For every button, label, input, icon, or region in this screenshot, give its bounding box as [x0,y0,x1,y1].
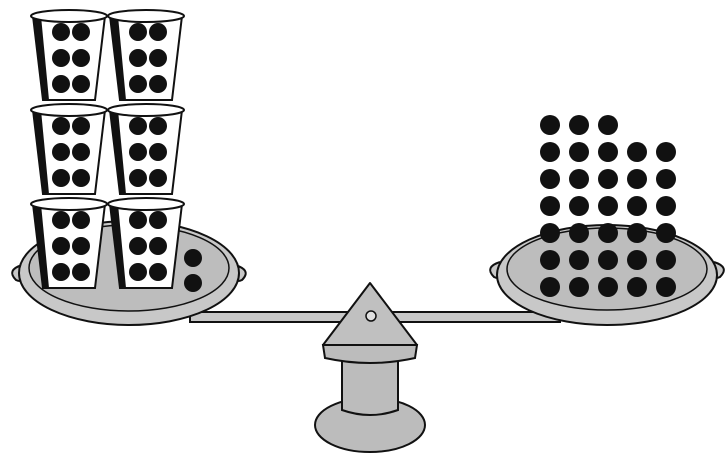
counter [52,49,70,67]
counter [72,211,90,229]
counter [569,142,589,162]
counter [656,196,676,216]
counter [149,49,167,67]
cup [108,198,184,288]
counter [627,277,647,297]
counter [656,142,676,162]
counter [149,117,167,135]
counter [149,263,167,281]
counter [627,196,647,216]
counter [72,263,90,281]
cup [31,104,107,194]
cup-rim [108,198,184,210]
cup [108,104,184,194]
counter [627,223,647,243]
counter [149,143,167,161]
counter [540,196,560,216]
counter [72,23,90,41]
counter [72,143,90,161]
counter [569,196,589,216]
cup [31,10,107,100]
counter [129,75,147,93]
counter [627,142,647,162]
counter [540,142,560,162]
counter [52,263,70,281]
counter [72,237,90,255]
counter [129,237,147,255]
stand-collar [323,345,417,363]
counter [598,169,618,189]
counter [72,75,90,93]
counter [129,117,147,135]
counter [656,250,676,270]
cup [108,10,184,100]
counter [540,250,560,270]
counter [598,250,618,270]
counter [129,211,147,229]
counter [598,196,618,216]
counter [598,115,618,135]
counter [52,23,70,41]
counter [72,169,90,187]
counter [656,169,676,189]
cup-rim [108,10,184,22]
counter [184,274,202,292]
counter [627,169,647,189]
counter [149,237,167,255]
cup-rim [31,198,107,210]
counter [149,169,167,187]
counter [569,223,589,243]
cup-rim [108,104,184,116]
counter [569,169,589,189]
counter [540,115,560,135]
counter [598,223,618,243]
counter [52,75,70,93]
counter [656,277,676,297]
counter [656,223,676,243]
counter [184,249,202,267]
counter [569,115,589,135]
counter [72,117,90,135]
counter [129,143,147,161]
counter [72,49,90,67]
counter [52,169,70,187]
counter [129,169,147,187]
pivot-pin [366,311,376,321]
counter [598,142,618,162]
counter [52,211,70,229]
counter [627,250,647,270]
counter [598,277,618,297]
counter [540,277,560,297]
counter [129,23,147,41]
counter [149,75,167,93]
counter [149,211,167,229]
counter [540,223,560,243]
counter [149,23,167,41]
counter [129,263,147,281]
cup [31,198,107,288]
counter [52,143,70,161]
counter [129,49,147,67]
counter [52,117,70,135]
counter [52,237,70,255]
cup-rim [31,104,107,116]
counter [569,250,589,270]
counter [540,169,560,189]
cup-rim [31,10,107,22]
counter [569,277,589,297]
